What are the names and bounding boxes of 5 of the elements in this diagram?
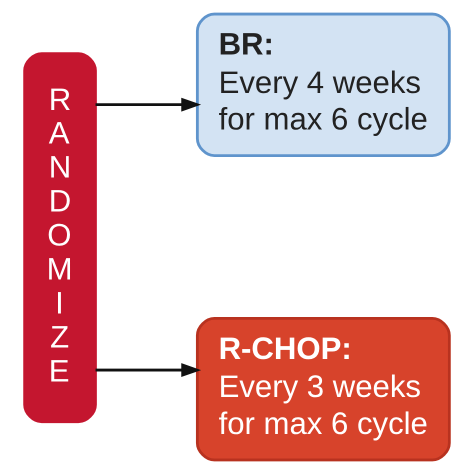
node-box: R-CHOP: Every 3 weeks for max 6 cycle bbox=[196, 316, 451, 462]
node-box: BR: Every 4 weeks for max 6 cycle bbox=[196, 12, 451, 158]
arrow bbox=[96, 98, 202, 112]
node-box: RANDOMIZE bbox=[23, 52, 97, 424]
arrow bbox=[96, 363, 202, 378]
